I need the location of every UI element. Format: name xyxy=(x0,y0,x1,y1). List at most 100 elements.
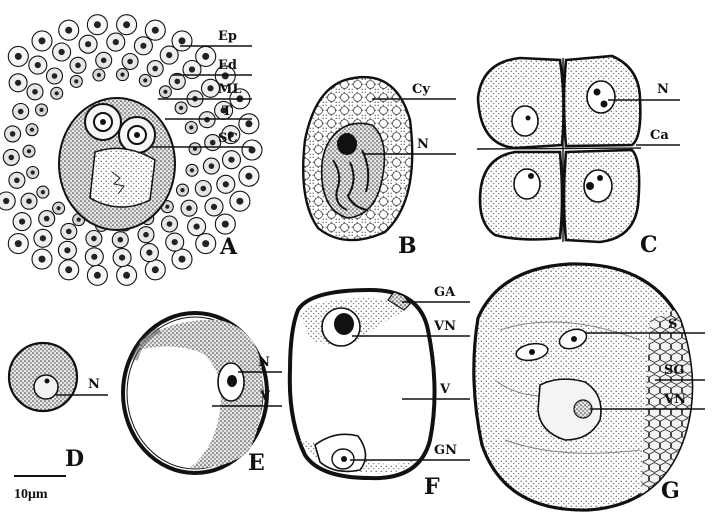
wall-cell-nucleus xyxy=(74,79,78,83)
wall-cell-nucleus xyxy=(140,43,146,49)
wall-cell-nucleus xyxy=(146,250,152,256)
wall-cell-nucleus xyxy=(165,205,169,209)
microspore-nucleus xyxy=(514,169,540,199)
wall-cell-nucleus xyxy=(39,256,46,263)
panel-a: Ep Ed ML T SC A xyxy=(0,15,262,286)
wall-cell-nucleus xyxy=(101,58,107,64)
wall-cell-nucleus xyxy=(210,140,216,146)
wall-cell-nucleus xyxy=(18,109,24,115)
wall-cell-nucleus xyxy=(77,218,81,222)
wall-cell-nucleus xyxy=(201,186,207,192)
wall-cell-nucleus xyxy=(245,173,252,180)
wall-cell-nucleus xyxy=(120,73,124,77)
wall-cell-nucleus xyxy=(65,27,72,34)
panel-letter-b: B xyxy=(398,233,417,259)
wall-cell-nucleus xyxy=(172,239,178,245)
wall-cell-nucleus xyxy=(202,53,209,60)
panel-g: S SG VN G xyxy=(474,264,705,510)
wall-cell-nucleus xyxy=(152,27,159,34)
wall-cell-nucleus xyxy=(152,66,158,72)
wall-cell-nucleus xyxy=(189,125,193,129)
panel-letter-e: E xyxy=(248,450,265,476)
wall-cell-nucleus xyxy=(127,59,133,65)
wall-cell-nucleus xyxy=(211,204,217,210)
wall-cell-nucleus xyxy=(228,157,234,163)
wall-cell-nucleus xyxy=(10,131,16,137)
panel-d: N D xyxy=(9,343,108,472)
scale-bar: 10μm xyxy=(14,476,66,502)
wall-cell-nucleus xyxy=(3,198,9,204)
wall-cell-nucleus xyxy=(179,256,186,263)
label-cy: Cy xyxy=(412,82,430,97)
label-sc: SC xyxy=(218,131,238,146)
wall-cell-nucleus xyxy=(31,170,35,174)
label-n: N xyxy=(417,137,429,152)
wall-cell-nucleus xyxy=(26,198,32,204)
panel-letter-f: F xyxy=(424,474,440,500)
wall-cell-nucleus xyxy=(180,188,184,192)
microspore-nucleus xyxy=(587,81,615,113)
wall-cell-nucleus xyxy=(207,85,213,91)
wall-cell-nucleus xyxy=(65,266,72,273)
wall-cell-nucleus xyxy=(118,237,124,243)
wall-cell-nucleus xyxy=(222,221,229,228)
wall-cell-nucleus xyxy=(35,62,41,68)
wall-cell-nucleus xyxy=(94,272,101,279)
wall-cell-nucleus xyxy=(167,221,173,227)
wall-cell-nucleus xyxy=(190,168,194,172)
wall-cell-nucleus xyxy=(222,72,229,79)
sporogenous-cell xyxy=(90,148,155,207)
wall-cell-nucleus xyxy=(209,163,215,169)
panel-c: N Ca C xyxy=(477,56,680,258)
wall-cell-nucleus xyxy=(236,198,243,205)
wall-cell-nucleus xyxy=(32,89,38,95)
wall-cell-nucleus xyxy=(179,106,183,110)
wall-cell-nucleus xyxy=(189,66,195,72)
wall-cell-nucleus xyxy=(97,73,101,77)
label-n: N xyxy=(258,355,270,370)
label-n: N xyxy=(88,377,100,392)
wall-cell-nucleus xyxy=(94,21,101,28)
wall-cell-nucleus xyxy=(245,120,252,127)
label-ml: ML xyxy=(218,82,242,97)
wall-cell-nucleus xyxy=(91,254,97,260)
wall-cell-nucleus xyxy=(15,240,22,247)
wall-cell-nucleus xyxy=(15,53,22,60)
wall-cell-nucleus xyxy=(166,52,172,58)
label-t: T xyxy=(222,104,232,119)
wall-cell-nucleus xyxy=(123,272,130,279)
wall-cell-nucleus xyxy=(59,49,65,55)
label-ed: Ed xyxy=(218,58,237,73)
label-n: N xyxy=(657,82,669,97)
wall-cell-nucleus xyxy=(163,90,167,94)
panel-letter-c: C xyxy=(640,232,658,258)
label-gn: GN xyxy=(434,443,457,458)
microspore-nucleus xyxy=(512,106,538,136)
wall-cell-nucleus xyxy=(119,255,125,261)
wall-cell-nucleus xyxy=(14,178,20,184)
wall-cell-nucleus xyxy=(75,63,81,69)
panel-letter-g: G xyxy=(661,478,680,504)
label-ep: Ep xyxy=(218,29,237,44)
panel-b: Cy N B xyxy=(303,77,456,259)
wall-cell-nucleus xyxy=(40,235,46,241)
label-v: V xyxy=(439,382,451,397)
wall-cell-nucleus xyxy=(41,190,45,194)
label-ga: GA xyxy=(434,285,456,300)
label-vn: VN xyxy=(663,392,686,407)
wall-cell-nucleus xyxy=(57,206,61,210)
label-v: V xyxy=(259,389,271,404)
nucleolus xyxy=(334,313,354,335)
panel-e: N V E xyxy=(123,313,282,476)
wall-cell-nucleus xyxy=(66,229,72,235)
wall-cell-nucleus xyxy=(64,247,70,253)
wall-cell-nucleus xyxy=(194,224,200,230)
wall-cell-nucleus xyxy=(175,79,181,85)
wall-cell-nucleus xyxy=(143,232,149,238)
wall-cell-nucleus xyxy=(143,78,147,82)
wall-cell-nucleus xyxy=(30,128,34,132)
scale-bar-label: 10μm xyxy=(14,487,48,502)
nucleolus xyxy=(337,133,357,155)
wall-cell-nucleus xyxy=(85,41,91,47)
